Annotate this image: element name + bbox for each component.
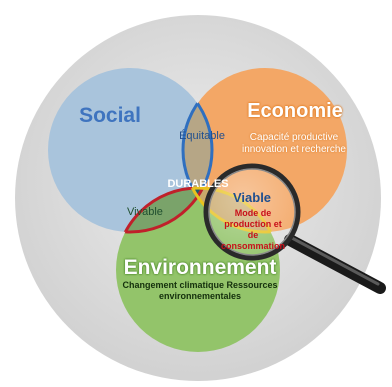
equitable-label: Équitable (179, 130, 225, 142)
environnement-label: Environnement (123, 256, 277, 279)
viable-outline (183, 186, 282, 232)
economie-label: Economie (247, 100, 343, 122)
vivable-label: Vivable (127, 206, 163, 218)
magnifying-glass-icon (203, 163, 386, 294)
equitable-outline-2 (183, 68, 214, 232)
social-label: Social (79, 104, 141, 127)
viable-label: Viable (232, 190, 272, 205)
durables-label: DURABLES (167, 178, 229, 190)
equitable-outline (181, 68, 212, 232)
vivable-outline-2 (116, 188, 214, 234)
environnement-description: Changement climatique Ressources environ… (122, 280, 278, 301)
economie-description: Capacité productive innovation et recher… (242, 132, 346, 155)
viable-description: Mode de production et de consommation (220, 208, 285, 251)
